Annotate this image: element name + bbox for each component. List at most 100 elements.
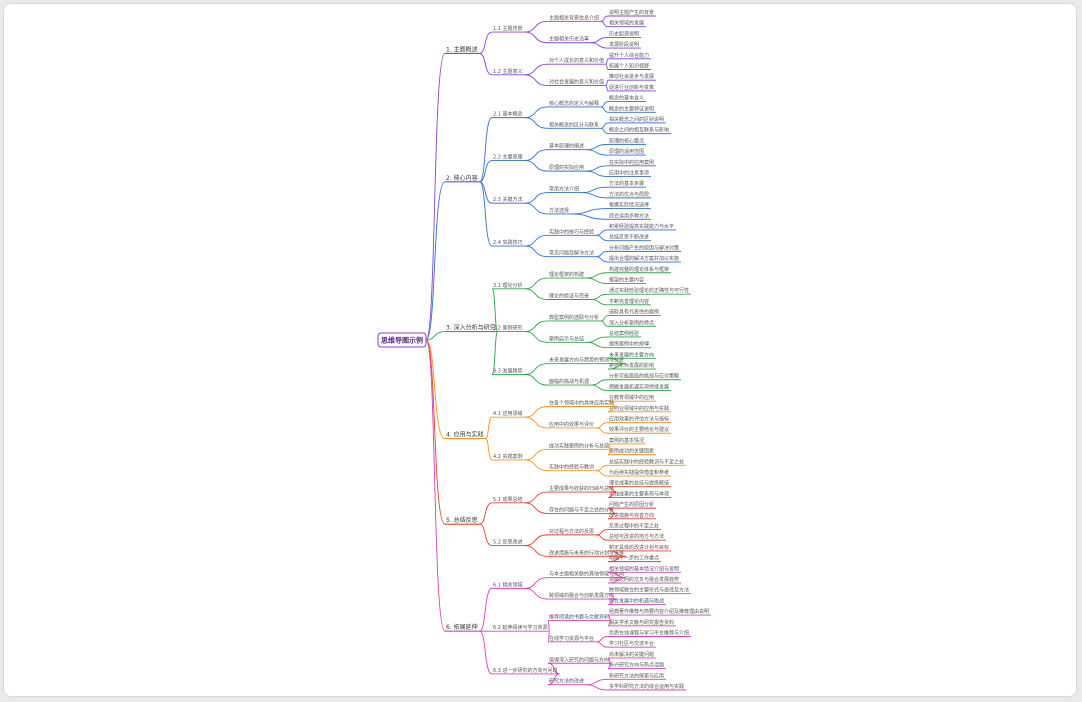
leaf-node[interactable]: 分析可能面临的挑战与应对策略 [609, 373, 679, 380]
leaf-node[interactable]: 理论成果的总结与提炼概括 [609, 480, 669, 487]
subtopic-node[interactable]: 3.3 发展趋势 [493, 367, 523, 374]
topic-node[interactable]: 跨领域的融合与创新发展方向 [549, 592, 614, 599]
topic-node[interactable]: 主题相关背景信息介绍 [549, 14, 599, 21]
leaf-node[interactable]: 积累经验提高实践能力与水平 [609, 223, 674, 230]
leaf-node[interactable]: 原理的核心要点 [609, 137, 644, 144]
leaf-node[interactable]: 深入分析案例的特点 [609, 319, 654, 326]
branch-node[interactable]: 2. 核心内容 [446, 174, 478, 182]
subtopic-node[interactable]: 2.2 主要原理 [493, 153, 523, 160]
topic-node[interactable]: 典型案例的选取与分析 [549, 314, 599, 321]
topic-node[interactable]: 研究方法的改进 [549, 678, 584, 685]
leaf-node[interactable]: 框架的主要内容 [609, 276, 644, 283]
branch-node[interactable]: 1. 主题概述 [446, 45, 478, 53]
leaf-node[interactable]: 在商业领域中的应用与实践 [609, 405, 669, 412]
topic-node[interactable]: 理论框架的构建 [549, 271, 584, 278]
topic-node[interactable]: 常见问题及解决方法 [549, 250, 594, 257]
leaf-node[interactable]: 融合发展中的机遇与挑战 [609, 597, 664, 604]
topic-node[interactable]: 值得深入研究的问题与方向 [549, 656, 609, 663]
leaf-node[interactable]: 案例成功的关键因素 [609, 448, 654, 455]
topic-node[interactable]: 改进措施与未来的行动计划与安排 [549, 549, 624, 556]
leaf-node[interactable]: 提升个人综合能力 [609, 52, 649, 59]
leaf-node[interactable]: 促进行业创新与变革 [609, 84, 654, 91]
leaf-node[interactable]: 相关概念之间的区别说明 [609, 116, 664, 123]
leaf-node[interactable]: 改进措施与完善方向 [609, 512, 654, 519]
topic-node[interactable]: 实践中的技巧与经验 [549, 228, 594, 235]
leaf-node[interactable]: 总结案例经验 [609, 330, 639, 337]
leaf-node[interactable]: 新研究方法的探索与应用 [609, 672, 664, 679]
leaf-node[interactable]: 制定具体的改进计划与目标 [609, 544, 669, 551]
leaf-node[interactable]: 为后续实践提供借鉴和参考 [609, 469, 669, 476]
topic-node[interactable]: 应用中的效果与评价 [549, 421, 594, 428]
topic-node[interactable]: 与本主题相关联的其他领域与方向 [549, 571, 624, 578]
topic-node[interactable]: 在各个领域中的具体应用实践 [549, 399, 614, 406]
leaf-node[interactable]: 总结实践中的经验教训与不足之处 [609, 458, 684, 465]
leaf-node[interactable]: 相关学术文献与研究报告资料 [609, 619, 674, 626]
leaf-node[interactable]: 推动社会进步与发展 [609, 73, 654, 80]
leaf-node[interactable]: 相关领域的发展 [609, 20, 644, 27]
topic-node[interactable]: 主要成果与收获的归纳与总结 [549, 485, 614, 492]
topic-node[interactable]: 推荐阅读的书籍与文献资料 [549, 613, 609, 620]
leaf-node[interactable]: 应用中的注意事项 [609, 169, 649, 176]
leaf-node[interactable]: 把握发展机遇实现持续发展 [609, 383, 669, 390]
topic-node[interactable]: 面临的挑战与机遇 [549, 378, 589, 385]
leaf-node[interactable]: 反思过程中的不足之处 [609, 523, 659, 530]
topic-node[interactable]: 案例启示与总结 [549, 335, 584, 342]
leaf-node[interactable]: 拓展个人知识视野 [609, 62, 649, 69]
topic-node[interactable]: 理论的验证与完善 [549, 293, 589, 300]
leaf-node[interactable]: 说明主题产生的背景 [609, 9, 654, 16]
leaf-node[interactable]: 历史起源说明 [609, 30, 639, 37]
leaf-node[interactable]: 跨领域融合的主要形式与途径及方法 [609, 587, 689, 594]
subtopic-node[interactable]: 6.2 延伸阅读与学习资源 [493, 624, 548, 631]
topic-node[interactable]: 相关概念的区分与联系 [549, 121, 599, 128]
leaf-node[interactable]: 领域之间的交叉与融合发展趋势 [609, 576, 679, 583]
leaf-node[interactable]: 通过实践检验理论的正确性与可行性 [609, 287, 689, 294]
leaf-node[interactable]: 相关领域的基本情况介绍与说明 [609, 565, 679, 572]
leaf-node[interactable]: 应用效果的评估方法与指标 [609, 416, 669, 423]
leaf-node[interactable]: 不断完善理论内容 [609, 298, 649, 305]
leaf-node[interactable]: 在实际中的应用案例 [609, 159, 654, 166]
leaf-node[interactable]: 总结反思不断改进 [609, 234, 649, 241]
leaf-node[interactable]: 优质在线课程与学习平台推荐与介绍 [609, 630, 689, 637]
leaf-node[interactable]: 多学科研究方法的综合运用与实践 [609, 683, 684, 690]
subtopic-node[interactable]: 6.3 进一步研究的方向与问题 [493, 667, 558, 674]
leaf-node[interactable]: 实践成果的主要表现与体现 [609, 490, 669, 497]
leaf-node[interactable]: 概念之间的相互联系与影响 [609, 127, 669, 134]
leaf-node[interactable]: 根据实际情况选择 [609, 202, 649, 209]
leaf-node[interactable]: 经典著作推荐与简要内容介绍及推荐理由说明 [609, 608, 709, 615]
leaf-node[interactable]: 未来发展的主要方向 [609, 351, 654, 358]
subtopic-node[interactable]: 1.2 主题意义 [493, 68, 523, 75]
subtopic-node[interactable]: 2.3 关键方法 [493, 196, 523, 203]
subtopic-node[interactable]: 2.1 基本概念 [493, 111, 523, 118]
leaf-node[interactable]: 方法的基本步骤 [609, 180, 644, 187]
branch-node[interactable]: 5. 总结反思 [446, 516, 478, 524]
subtopic-node[interactable]: 6.1 相关领域 [493, 581, 523, 588]
topic-node[interactable]: 在线学习资源与平台 [549, 635, 594, 642]
topic-node[interactable]: 原理的实际应用 [549, 164, 584, 171]
root-node[interactable]: 思维导图示例 [377, 332, 427, 348]
topic-node[interactable]: 对个人成长的意义和价值 [549, 57, 604, 64]
leaf-node[interactable]: 尚未解决的关键问题 [609, 651, 654, 658]
branch-node[interactable]: 6. 拓展延伸 [446, 623, 478, 631]
subtopic-node[interactable]: 4.2 实践案例 [493, 453, 523, 460]
leaf-node[interactable]: 原理的适用范围 [609, 148, 644, 155]
topic-node[interactable]: 基本原理的阐述 [549, 143, 584, 150]
leaf-node[interactable]: 效果评价的主要结论与建议 [609, 426, 669, 433]
leaf-node[interactable]: 概念的主要特征说明 [609, 105, 654, 112]
topic-node[interactable]: 未来发展方向与趋势的预测与分析 [549, 357, 624, 364]
topic-node[interactable]: 核心概念的定义与解释 [549, 100, 599, 107]
leaf-node[interactable]: 分析问题产生的原因与解决对策 [609, 244, 679, 251]
branch-node[interactable]: 3. 深入分析与研究 [446, 324, 496, 332]
topic-node[interactable]: 存在的问题与不足之处的分析 [549, 506, 614, 513]
leaf-node[interactable]: 总结可改进的地方与方法 [609, 533, 664, 540]
topic-node[interactable]: 对社会发展的意义和价值 [549, 79, 604, 86]
leaf-node[interactable]: 明确下一步的工作重点 [609, 555, 659, 562]
subtopic-node[interactable]: 5.2 反思改进 [493, 539, 523, 546]
branch-node[interactable]: 4. 应用与实践 [446, 431, 484, 439]
topic-node[interactable]: 主题相关历史沿革 [549, 36, 589, 43]
leaf-node[interactable]: 方法的优点与局限 [609, 191, 649, 198]
topic-node[interactable]: 成功实践案例的分析与总结 [549, 442, 609, 449]
subtopic-node[interactable]: 3.2 案例研究 [493, 325, 523, 332]
leaf-node[interactable]: 选取具有代表性的案例 [609, 309, 659, 316]
subtopic-node[interactable]: 1.1 主题背景 [493, 25, 523, 32]
subtopic-node[interactable]: 2.4 实践技巧 [493, 239, 523, 246]
